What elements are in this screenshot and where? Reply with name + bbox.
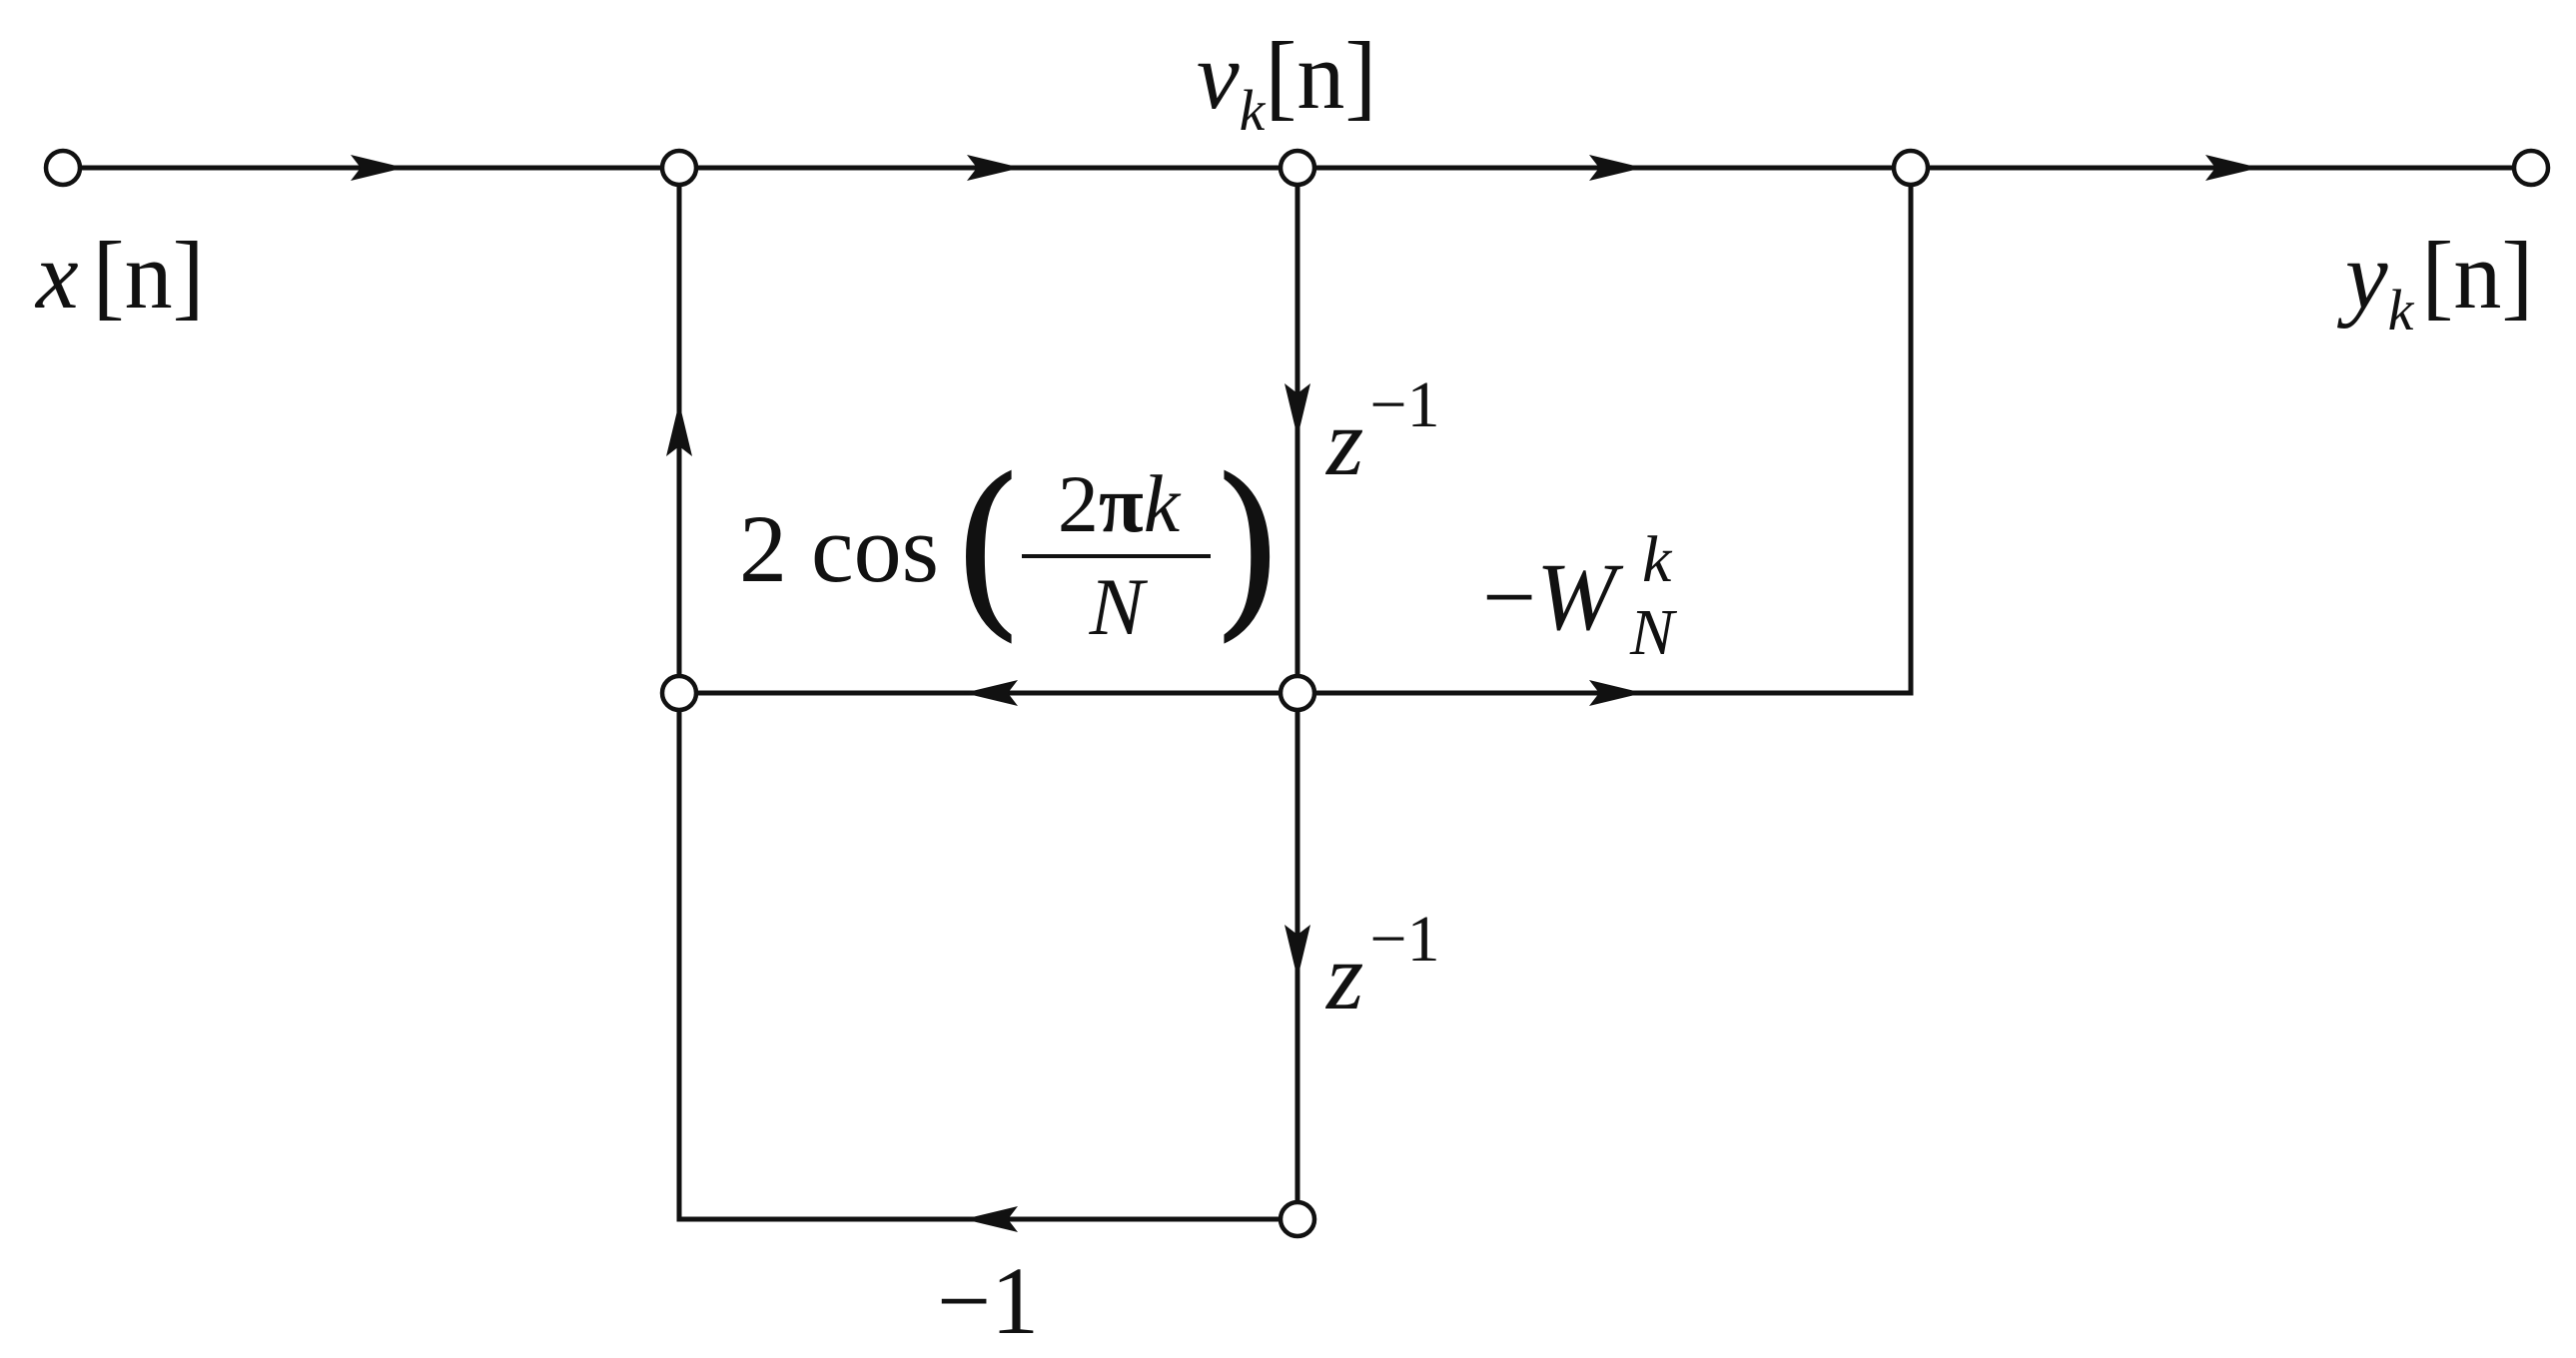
node-delay-two: [1278, 1199, 1317, 1239]
node-state: [1278, 148, 1317, 188]
node-delay-one: [1278, 673, 1317, 713]
arrowheads: [351, 155, 2259, 1232]
label-minus-w: −W k N: [1482, 523, 1678, 669]
arrow-right-icon: [967, 155, 1021, 181]
node-feedback-sum: [659, 673, 699, 713]
node-input-sum: [659, 148, 699, 188]
node-output-sum: [1891, 148, 1931, 188]
arrow-left-icon: [964, 1206, 1018, 1232]
w-subscript: N: [1629, 596, 1678, 669]
w-sign-and-base: −W: [1482, 543, 1624, 650]
label-delay-lower: z−1: [1324, 903, 1440, 1029]
arrow-right-icon: [1589, 155, 1643, 181]
node-output: [2511, 148, 2551, 188]
fraction-denominator: N: [1089, 561, 1149, 652]
label-input: x[n]: [34, 222, 205, 329]
label-state: vk[n]: [1197, 22, 1376, 143]
arrow-down-icon: [1285, 383, 1310, 437]
label-delay-upper: z−1: [1324, 368, 1440, 495]
label-output: yk[n]: [2336, 222, 2533, 342]
right-paren: ): [1211, 438, 1285, 659]
w-superscript: k: [1642, 523, 1673, 596]
nodes: [43, 148, 2551, 1239]
label-minus-one: −1: [937, 1247, 1039, 1354]
branch-minus-w: [1294, 165, 1914, 696]
cos-prefix: 2 cos: [739, 495, 939, 602]
node-input: [43, 148, 83, 188]
arrow-up-icon: [666, 402, 692, 456]
arrow-left-icon: [964, 680, 1018, 706]
fraction-numerator: 2πk: [1058, 458, 1182, 549]
arrow-right-icon: [351, 155, 405, 181]
left-paren: (: [951, 438, 1025, 659]
label-cos-coefficient: 2 cos ( 2πk N ): [739, 438, 1285, 659]
labels: x[n] vk[n] yk[n] z−1 z−1 2 cos ( 2πk N )…: [34, 22, 2533, 1354]
arrow-right-icon: [2205, 155, 2259, 181]
arrow-down-icon: [1285, 925, 1310, 979]
arrow-right-icon: [1589, 680, 1643, 706]
